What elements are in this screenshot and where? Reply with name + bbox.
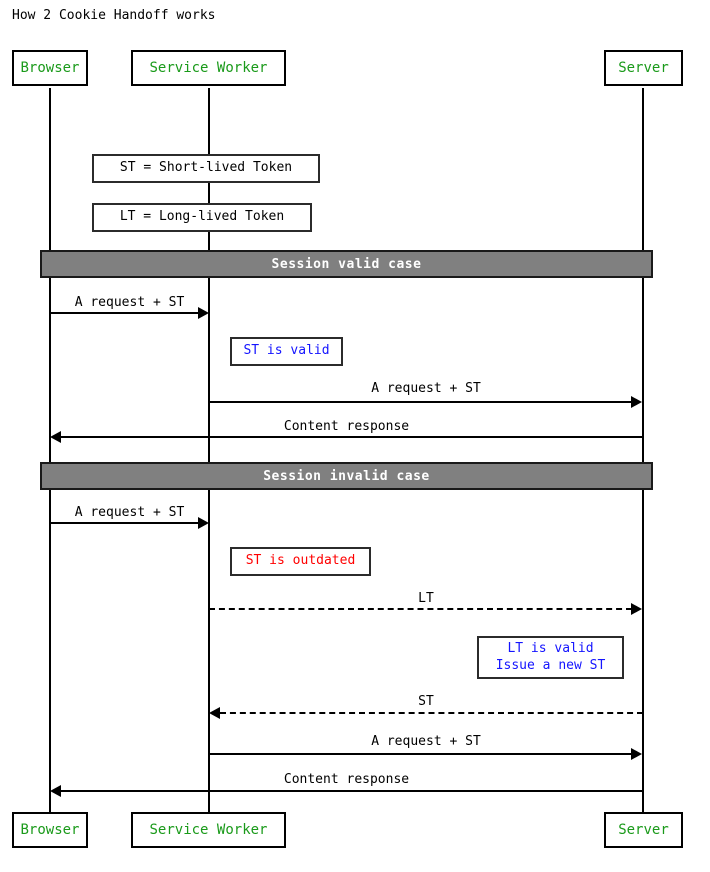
note-line: ST = Short-lived Token [119,160,293,176]
note-line: LT = Long-lived Token [119,209,285,225]
message-label: Content response [283,419,410,434]
message-label: A request + ST [74,505,185,520]
arrowhead-right-icon [631,396,642,408]
message-arrow-line [50,312,199,314]
arrowhead-right-icon [198,517,209,529]
participant-service-worker-top[interactable]: Service Worker [131,50,286,86]
participant-browser-bottom[interactable]: Browser [12,812,88,848]
arrowhead-right-icon [631,748,642,760]
participant-label: Browser [20,60,80,76]
message-arrow-line [50,522,199,524]
participant-label: Service Worker [149,60,268,76]
message-label: Content response [283,772,410,787]
note-legend-st: ST = Short-lived Token [92,154,320,183]
participant-label: Browser [20,822,80,838]
message-label: A request + ST [371,734,481,749]
message-arrow-line [209,608,632,610]
message-label: ST [418,694,434,709]
message-arrow-line [220,712,643,714]
message-label: A request + ST [371,381,481,396]
section-label: Session invalid case [263,468,430,484]
lifeline-service-worker [208,88,210,812]
lifeline-server [642,88,644,812]
note-legend-lt: LT = Long-lived Token [92,203,312,232]
note-line: LT is valid [507,641,594,657]
section-label: Session valid case [271,256,422,272]
participant-label: Server [618,822,669,838]
participant-server-top[interactable]: Server [604,50,683,86]
participant-server-bottom[interactable]: Server [604,812,683,848]
message-arrow-line [61,790,643,792]
message-label: A request + ST [74,295,185,310]
note-line: Issue a new ST [495,657,606,673]
note-lt-is-valid: LT is valid Issue a new ST [477,636,624,679]
note-st-is-valid: ST is valid [230,337,343,366]
message-label: LT [418,591,434,606]
note-line: ST is outdated [245,553,356,569]
participant-browser-top[interactable]: Browser [12,50,88,86]
arrowhead-right-icon [198,307,209,319]
section-bar-session-invalid: Session invalid case [40,462,653,490]
participant-label: Server [618,60,669,76]
arrowhead-right-icon [631,603,642,615]
diagram-title: How 2 Cookie Handoff works [12,8,216,23]
message-arrow-line [209,401,632,403]
lifeline-browser [49,88,51,812]
section-bar-session-valid: Session valid case [40,250,653,278]
note-st-is-outdated: ST is outdated [230,547,371,576]
arrowhead-left-icon [50,785,61,797]
participant-label: Service Worker [149,822,268,838]
message-arrow-line [209,753,632,755]
arrowhead-left-icon [50,431,61,443]
arrowhead-left-icon [209,707,220,719]
note-line: ST is valid [243,343,330,359]
participant-service-worker-bottom[interactable]: Service Worker [131,812,286,848]
message-arrow-line [61,436,643,438]
